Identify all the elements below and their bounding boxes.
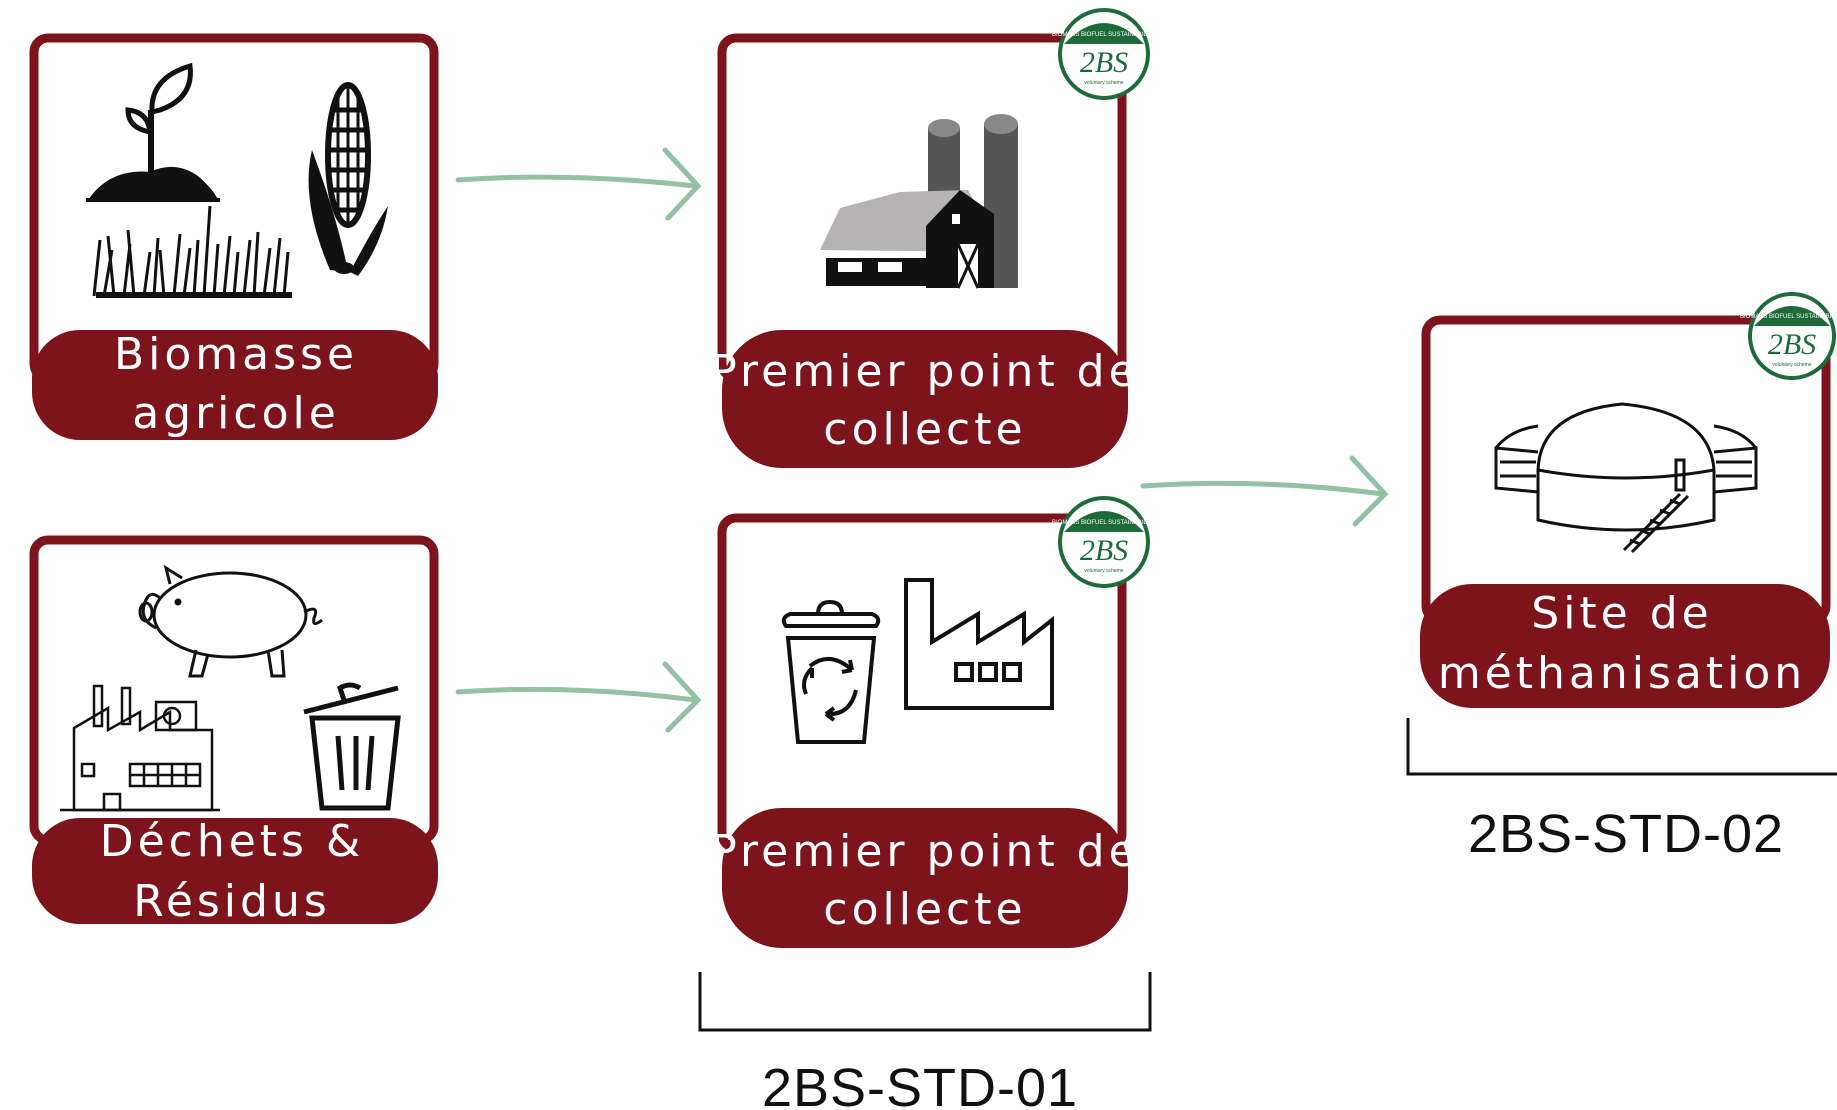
seal-bottom-text: voluntary scheme [1772,362,1811,368]
label-dechets-line2: Résidus [133,876,331,927]
2bs-seal-collecte-bottom: BIOMASS BIOFUEL SUSTAINABILITY 2BS volun… [1052,496,1156,588]
factory-icon [60,684,220,812]
bracket-std02 [1406,718,1837,776]
plant-icon [86,62,220,202]
label-std02: 2BS-STD-02 [1468,804,1784,864]
arrow-dechets-to-collecte [455,661,702,733]
factory-outline-icon [904,578,1054,710]
2bs-seal-collecte-top: BIOMASS BIOFUEL SUSTAINABILITY 2BS volun… [1052,8,1156,100]
seal-bottom-text: voluntary scheme [1084,80,1123,86]
seal-top-text: BIOMASS BIOFUEL SUSTAINABILITY [1052,520,1156,526]
trash-can-icon [303,682,401,811]
arrow-collecte-to-methanisation [1140,455,1389,527]
box-collecte-bottom: Premier point de collecte [710,513,1139,948]
box-biomasse-agricole: Biomasse agricole [29,33,439,440]
label-methanisation-line2: méthanisation [1438,648,1806,699]
label-methanisation-line1: Site de [1531,588,1712,639]
label-collecte-bottom-line2: collecte [823,884,1026,935]
seal-bottom-text: voluntary scheme [1084,568,1123,574]
corn-icon [308,82,388,276]
seal-logo-text: 2BS [1768,328,1816,361]
farm-barn-icon [820,114,1018,289]
box-methanisation: Site de méthanisation [1420,315,1831,708]
label-std01: 2BS-STD-01 [762,1058,1078,1110]
seal-logo-text: 2BS [1080,534,1128,567]
recycle-bin-icon [781,599,881,744]
label-dechets-line1: Déchets & [100,816,365,867]
box-collecte-top: Premier point de collecte [710,33,1139,468]
seal-logo-text: 2BS [1080,46,1128,79]
bracket-std01 [698,972,1152,1032]
biogas-digester-icon [1494,402,1758,554]
seal-top-text: BIOMASS BIOFUEL SUSTAINABILITY [1740,314,1837,320]
label-collecte-bottom-line1: Premier point de [710,826,1139,877]
2bs-seal-methanisation: BIOMASS BIOFUEL SUSTAINABILITY 2BS volun… [1740,292,1837,380]
label-collecte-top-line2: collecte [823,404,1026,455]
pig-icon [138,564,323,678]
box-dechets-residus: Déchets & Résidus [29,535,439,927]
label-biomasse-line1: Biomasse [114,329,358,380]
grass-icon [92,205,292,298]
label-biomasse-line2: agricole [132,388,340,439]
seal-top-text: BIOMASS BIOFUEL SUSTAINABILITY [1052,32,1156,38]
label-collecte-top-line1: Premier point de [710,346,1139,397]
arrow-biomasse-to-collecte [455,147,702,221]
